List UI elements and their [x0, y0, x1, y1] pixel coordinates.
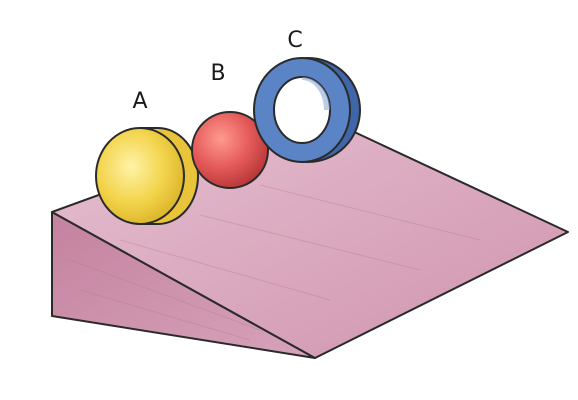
label-c: C	[287, 28, 302, 53]
label-a: A	[132, 89, 147, 114]
label-b: B	[210, 61, 225, 86]
ring-c	[254, 58, 360, 162]
cylinder-a	[96, 128, 198, 224]
